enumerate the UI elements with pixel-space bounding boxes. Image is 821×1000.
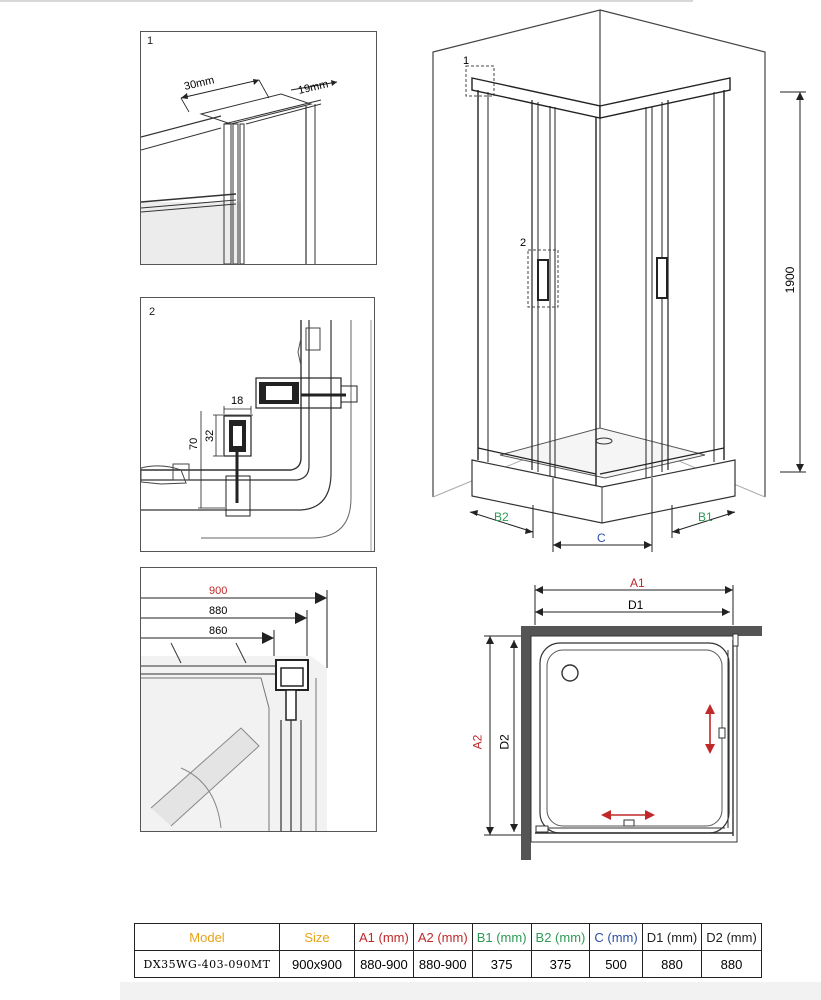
perspective-callout-1: 1: [463, 55, 470, 67]
detail-1-number: 1: [147, 35, 154, 47]
cell-c: 500: [589, 950, 643, 978]
detail-3-dim-860: 860: [209, 625, 227, 637]
header-d1: D1 (mm): [641, 923, 703, 951]
top-divider: [0, 0, 693, 2]
cell-model: DX35WG-403-090MT: [134, 950, 280, 978]
detail-3-dim-900[interactable]: 900: [209, 585, 227, 597]
header-b1: B1 (mm): [471, 923, 532, 951]
detail-2-dim-70: 70: [188, 438, 200, 450]
spec-table-header-row: Model Size A1 (mm) A2 (mm) B1 (mm) B2 (m…: [134, 923, 762, 951]
detail-2-dim-18: 18: [231, 395, 243, 407]
bottom-scroll-strip: [120, 982, 821, 1000]
header-c: C (mm): [589, 923, 643, 951]
detail-2-dim-32: 32: [204, 430, 216, 442]
detail-3-panel: 900 880 860: [140, 567, 377, 832]
perspective-label-b2: B2: [494, 510, 509, 524]
header-a2: A2 (mm): [412, 923, 473, 951]
cell-size: 900x900: [279, 950, 355, 978]
cell-a1: 880-900: [354, 950, 414, 978]
plan-label-a1: A1: [630, 576, 645, 590]
spec-table: Model Size A1 (mm) A2 (mm) B1 (mm) B2 (m…: [134, 923, 762, 978]
perspective-height-1900: 1900: [783, 266, 797, 294]
detail-2-number: 2: [149, 306, 156, 318]
header-model: Model: [134, 923, 280, 951]
detail-3-drawing: 900 880 860: [141, 585, 328, 831]
plan-label-d2: D2: [497, 734, 512, 750]
cell-a2: 880-900: [412, 950, 473, 978]
cell-b2: 375: [530, 950, 591, 978]
cell-b1: 375: [471, 950, 532, 978]
detail-2-drawing: 18 32 70: [141, 320, 372, 551]
detail-1-dim-30mm: 30mm: [183, 74, 215, 93]
table-row: DX35WG-403-090MT 900x900 880-900 880-900…: [134, 950, 762, 978]
detail-1-drawing: 30mm 19mm: [141, 74, 338, 264]
cell-d1: 880: [641, 950, 703, 978]
plan-label-d1: D1: [628, 598, 644, 612]
cell-d2: 880: [701, 950, 762, 978]
detail-2-panel: 2 18 32 70: [140, 297, 375, 552]
header-size: Size: [279, 923, 355, 951]
perspective-label-c: C: [597, 531, 606, 545]
header-a1: A1 (mm): [354, 923, 414, 951]
perspective-label-b1: B1: [698, 510, 713, 524]
detail-1-dim-19mm: 19mm: [297, 78, 329, 97]
detail-3-dim-880: 880: [209, 605, 227, 617]
perspective-callout-2: 2: [520, 237, 527, 249]
header-d2: D2 (mm): [701, 923, 762, 951]
header-b2: B2 (mm): [530, 923, 591, 951]
plan-label-a2: A2: [470, 734, 485, 750]
detail-1-panel: 1 30mm 19mm: [140, 31, 377, 265]
